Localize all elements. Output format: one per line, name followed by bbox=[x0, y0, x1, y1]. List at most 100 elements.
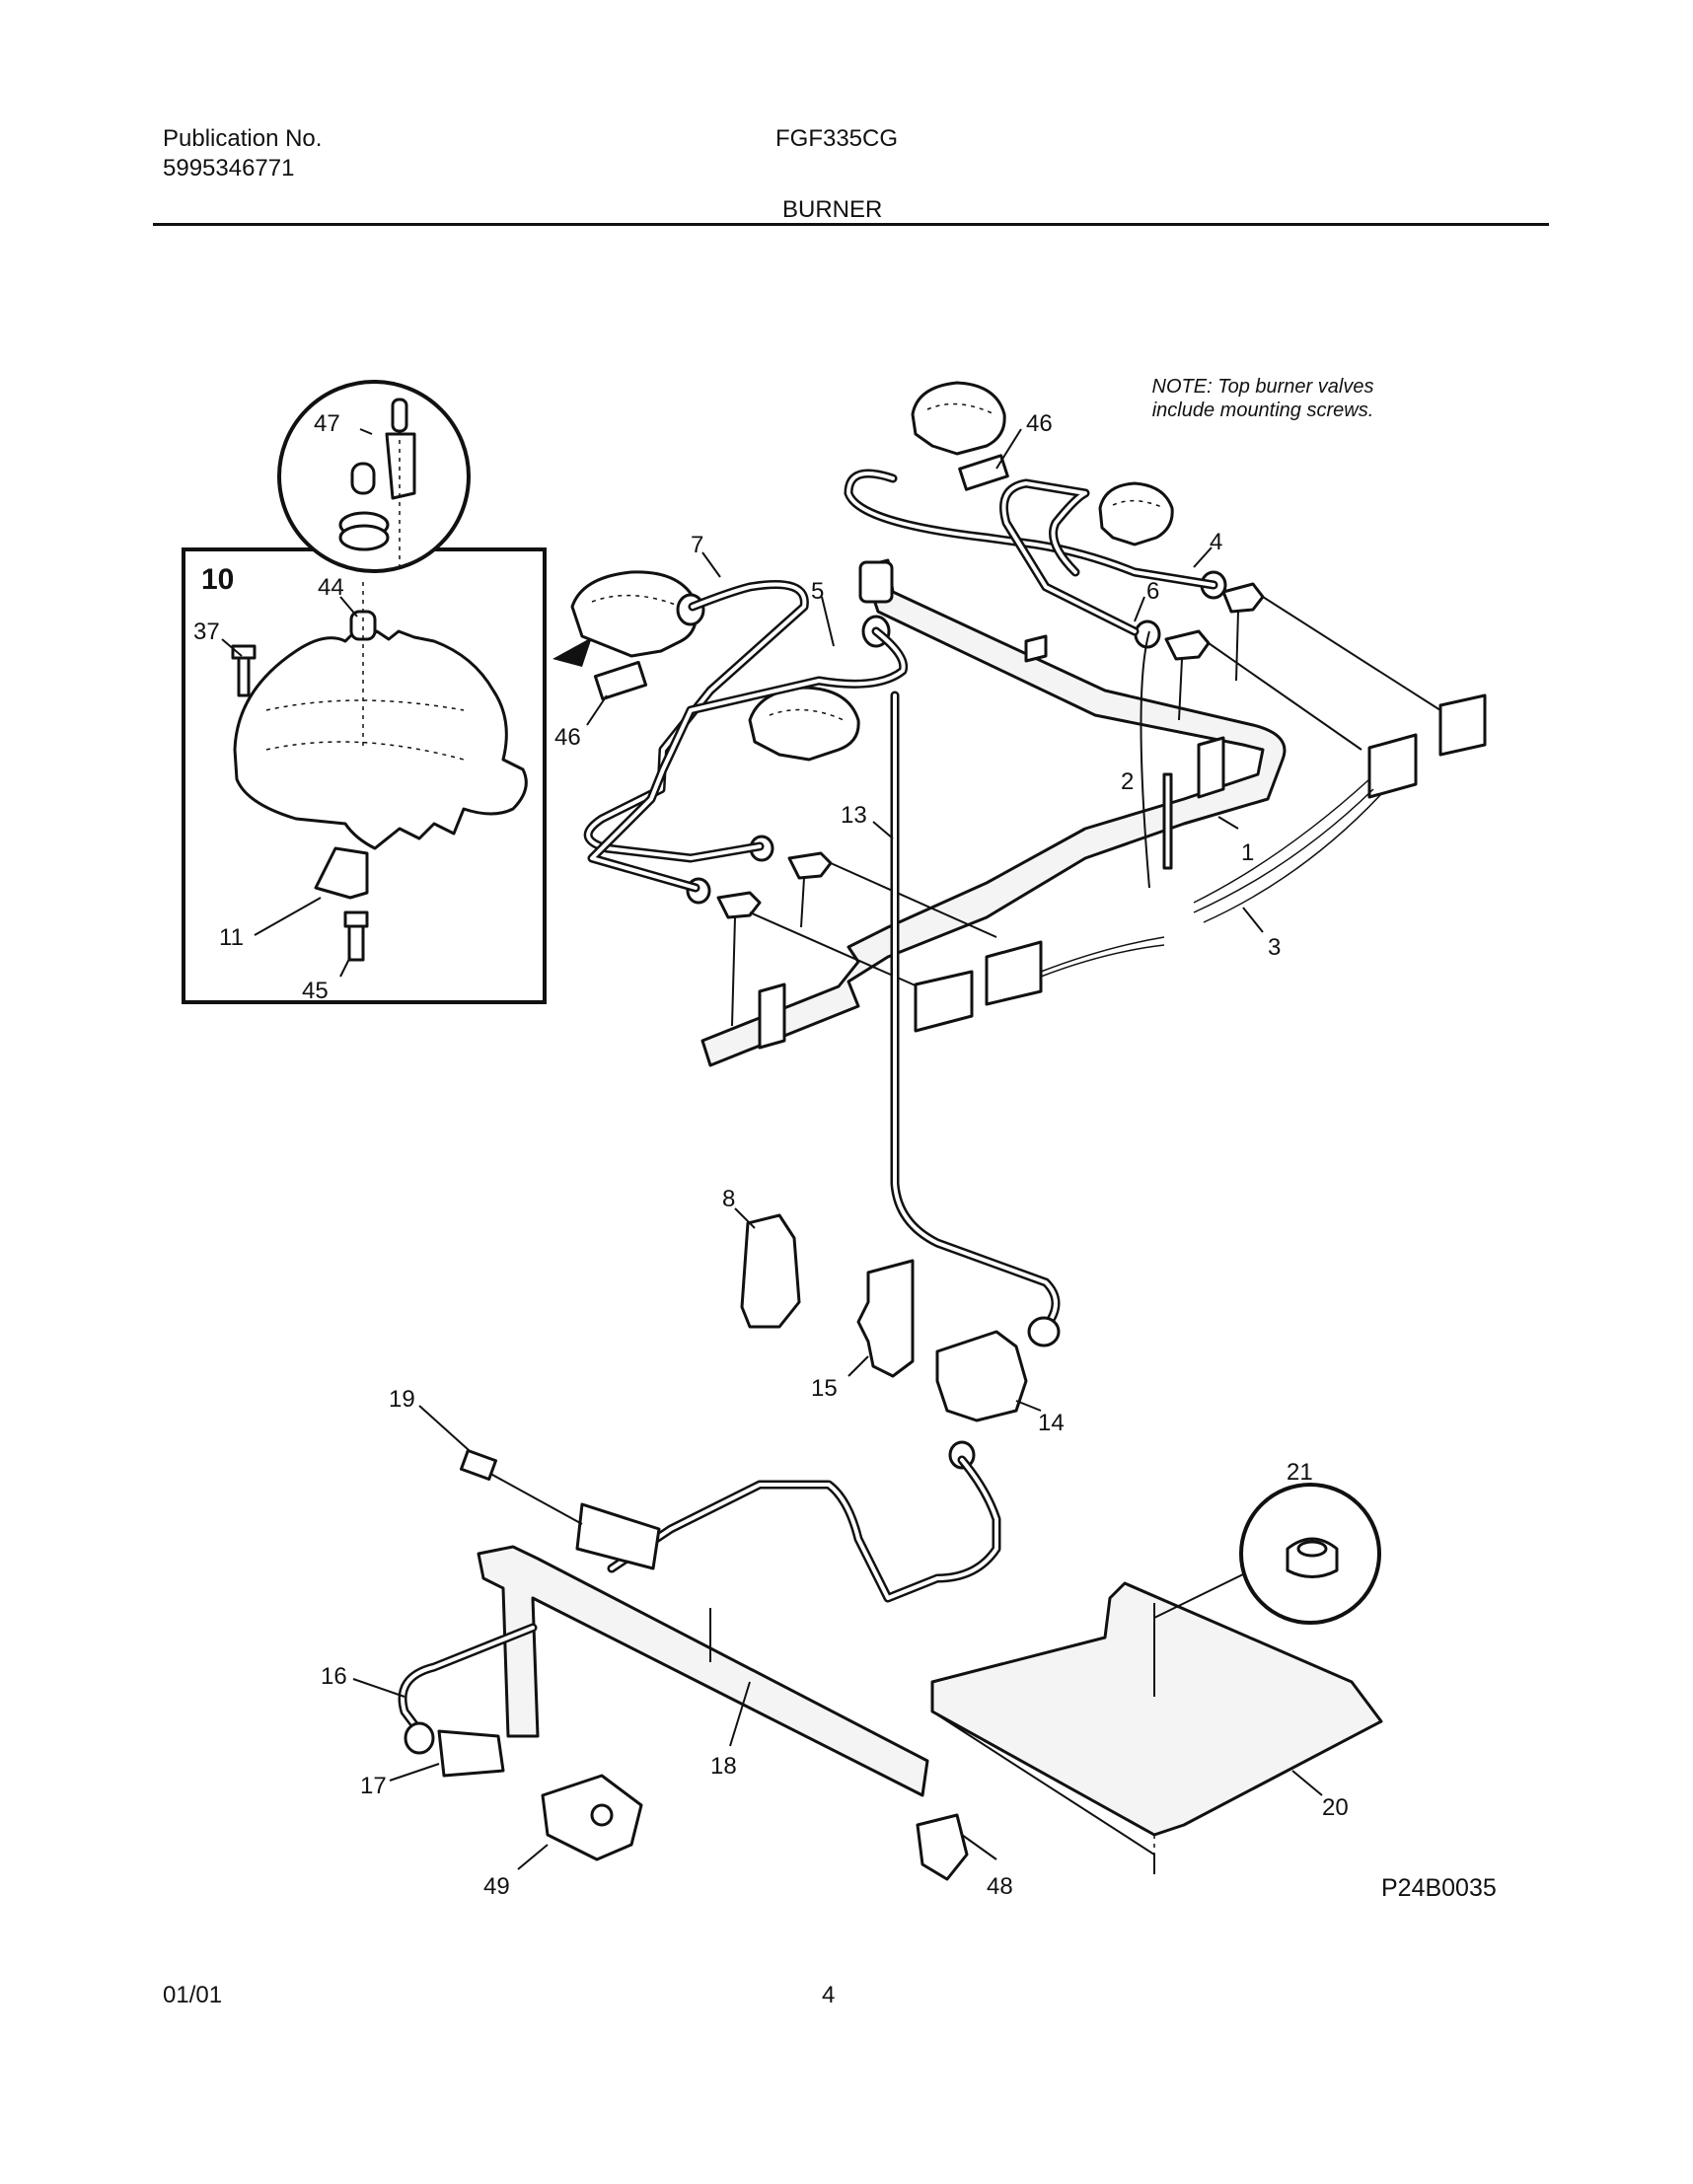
inset-screw-45-head bbox=[343, 910, 369, 928]
harness-wire-b bbox=[1040, 944, 1165, 978]
callout-13: 13 bbox=[841, 802, 867, 829]
callout-16: 16 bbox=[321, 1663, 347, 1690]
tube-7-inner bbox=[586, 582, 807, 860]
leader-5 bbox=[821, 596, 835, 647]
inset-orifice-44 bbox=[349, 610, 377, 641]
note-line-1: NOTE: Top burner valves bbox=[1152, 376, 1374, 398]
publication-number: 5995346771 bbox=[163, 155, 295, 182]
regulator-14 bbox=[935, 1330, 1028, 1422]
manifold-bracket-left bbox=[758, 983, 786, 1050]
drawing-code: P24B0035 bbox=[1381, 1874, 1497, 1902]
callout-2: 2 bbox=[1121, 768, 1134, 795]
tube-5-inner bbox=[590, 629, 906, 890]
leader-45 bbox=[339, 956, 351, 978]
callout-8: 8 bbox=[722, 1186, 735, 1212]
orifice-bracket bbox=[314, 846, 369, 900]
leader-20 bbox=[1291, 1770, 1323, 1796]
callout-4: 4 bbox=[1210, 529, 1222, 555]
tube-right-rear-inner bbox=[846, 472, 1215, 587]
pilot-17 bbox=[437, 1729, 505, 1778]
callout-48: 48 bbox=[987, 1873, 1013, 1900]
burner-right-front bbox=[1098, 481, 1174, 546]
inset-burner-detail bbox=[182, 547, 592, 1004]
clip-46-right bbox=[958, 454, 1009, 491]
callout-21: 21 bbox=[1287, 1459, 1313, 1486]
leader-48 bbox=[961, 1834, 997, 1860]
leader-47 bbox=[359, 428, 373, 435]
callout-46-right: 46 bbox=[1026, 410, 1053, 437]
leader-13 bbox=[872, 821, 894, 839]
publication-label: Publication No. bbox=[163, 125, 323, 152]
detail-cap bbox=[350, 462, 376, 495]
callout-3: 3 bbox=[1268, 934, 1281, 961]
top-burners bbox=[570, 381, 1227, 905]
callout-17: 17 bbox=[360, 1773, 387, 1799]
burner-right-rear bbox=[911, 381, 1006, 456]
leader-17 bbox=[389, 1763, 440, 1782]
harness-wire-a bbox=[1040, 936, 1165, 973]
tube-6-inner bbox=[1001, 481, 1137, 633]
tube-13-inner bbox=[893, 693, 1058, 1329]
valve-right-2 bbox=[1221, 582, 1265, 614]
oven-burner-body bbox=[477, 1545, 929, 1797]
harness-wire-e bbox=[1203, 793, 1382, 923]
callout-45: 45 bbox=[302, 978, 329, 1004]
ignition-switches bbox=[914, 693, 1487, 1033]
bracket-15 bbox=[856, 1259, 915, 1378]
harness-wire-d bbox=[1193, 788, 1374, 913]
leader-8 bbox=[734, 1207, 756, 1229]
valve-left-1 bbox=[716, 891, 762, 919]
oven-supply-tube-inner bbox=[610, 1458, 998, 1600]
callout-47: 47 bbox=[314, 410, 340, 437]
igniter-19 bbox=[575, 1502, 661, 1570]
burner-head bbox=[233, 629, 528, 850]
callout-20: 20 bbox=[1322, 1794, 1349, 1821]
detail-21-leader bbox=[1153, 1572, 1246, 1619]
valve-right-1-stem bbox=[1178, 658, 1183, 721]
header-rule bbox=[153, 223, 1549, 226]
part-8 bbox=[740, 1213, 801, 1329]
model-number: FGF335CG bbox=[775, 125, 899, 152]
oven-burner-18 bbox=[398, 1545, 969, 1881]
leader-3 bbox=[1242, 907, 1264, 933]
leader-6 bbox=[1134, 596, 1145, 622]
leader-16 bbox=[352, 1678, 405, 1698]
harness-wire-c bbox=[1193, 778, 1370, 904]
switch-block-left bbox=[914, 970, 974, 1033]
callout-46-left: 46 bbox=[554, 724, 581, 751]
burner-head-shading bbox=[265, 699, 465, 761]
leader-49 bbox=[517, 1844, 549, 1870]
leader-46b bbox=[995, 428, 1022, 470]
inset-screw-37 bbox=[237, 654, 251, 697]
bracket-49-hole bbox=[590, 1803, 614, 1827]
callout-19: 19 bbox=[389, 1386, 415, 1413]
detail-screw bbox=[391, 398, 408, 433]
manifold-tab bbox=[1024, 634, 1048, 663]
valve-right-2-stem bbox=[1235, 611, 1239, 682]
inset-screw-37-head bbox=[231, 644, 257, 660]
burner-left-rear-detail bbox=[591, 594, 682, 608]
leader-11 bbox=[254, 897, 322, 936]
valve-left-1-stem bbox=[731, 916, 736, 1027]
igniter-lead bbox=[482, 1469, 583, 1525]
valve-right-1 bbox=[1164, 629, 1211, 661]
switch-block-far-right bbox=[1438, 693, 1487, 757]
oven-baffle-20 bbox=[930, 1581, 1383, 1879]
callout-44: 44 bbox=[318, 574, 344, 601]
valves bbox=[716, 582, 1441, 1027]
manifold-cap bbox=[858, 560, 894, 604]
leader-37 bbox=[221, 638, 243, 657]
detail-circle-21 bbox=[1153, 1483, 1381, 1625]
leader-15 bbox=[847, 1355, 869, 1377]
tube-16-inner bbox=[401, 1626, 535, 1733]
leader-14 bbox=[1015, 1400, 1042, 1412]
manifold-screw-1 bbox=[1162, 772, 1173, 870]
callout-6: 6 bbox=[1146, 578, 1159, 605]
leader-44 bbox=[339, 596, 358, 618]
leader-7 bbox=[701, 551, 721, 578]
callout-37: 37 bbox=[193, 619, 220, 645]
switch-block-mid bbox=[985, 940, 1043, 1006]
detail-ring-base bbox=[338, 524, 390, 551]
page-number: 4 bbox=[822, 1982, 836, 2008]
